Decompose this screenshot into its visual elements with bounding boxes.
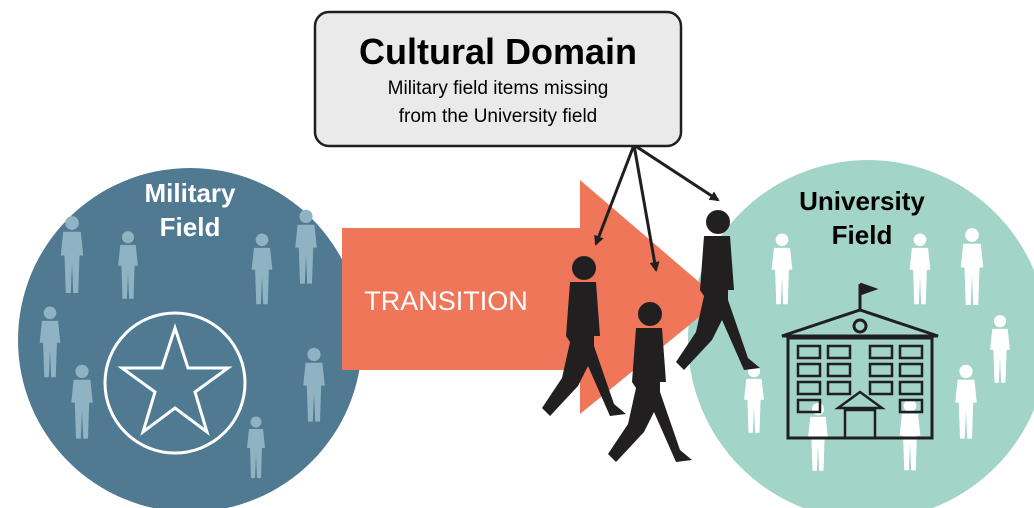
cultural-domain-subtitle-line2: from the University field [399, 106, 598, 127]
cultural-domain-subtitle-line1: Military field items missing [388, 78, 609, 99]
university-building-icon [781, 282, 939, 440]
military-field-label-line1: Military [144, 178, 236, 208]
university-field-label-line2: Field [832, 220, 893, 250]
military-field-circle [18, 168, 362, 508]
transition-arrow [342, 180, 720, 414]
cultural-domain-title: Cultural Domain [359, 31, 637, 72]
university-field-label-line1: University [799, 186, 925, 216]
military-field-label-line2: Field [160, 212, 221, 242]
military-emblem-ring [103, 311, 247, 455]
cultural-domain-box [313, 10, 683, 148]
transition-label: TRANSITION [364, 286, 528, 316]
university-field-circle [688, 160, 1034, 508]
star-icon [117, 323, 233, 436]
pointer-arrows [594, 143, 720, 272]
